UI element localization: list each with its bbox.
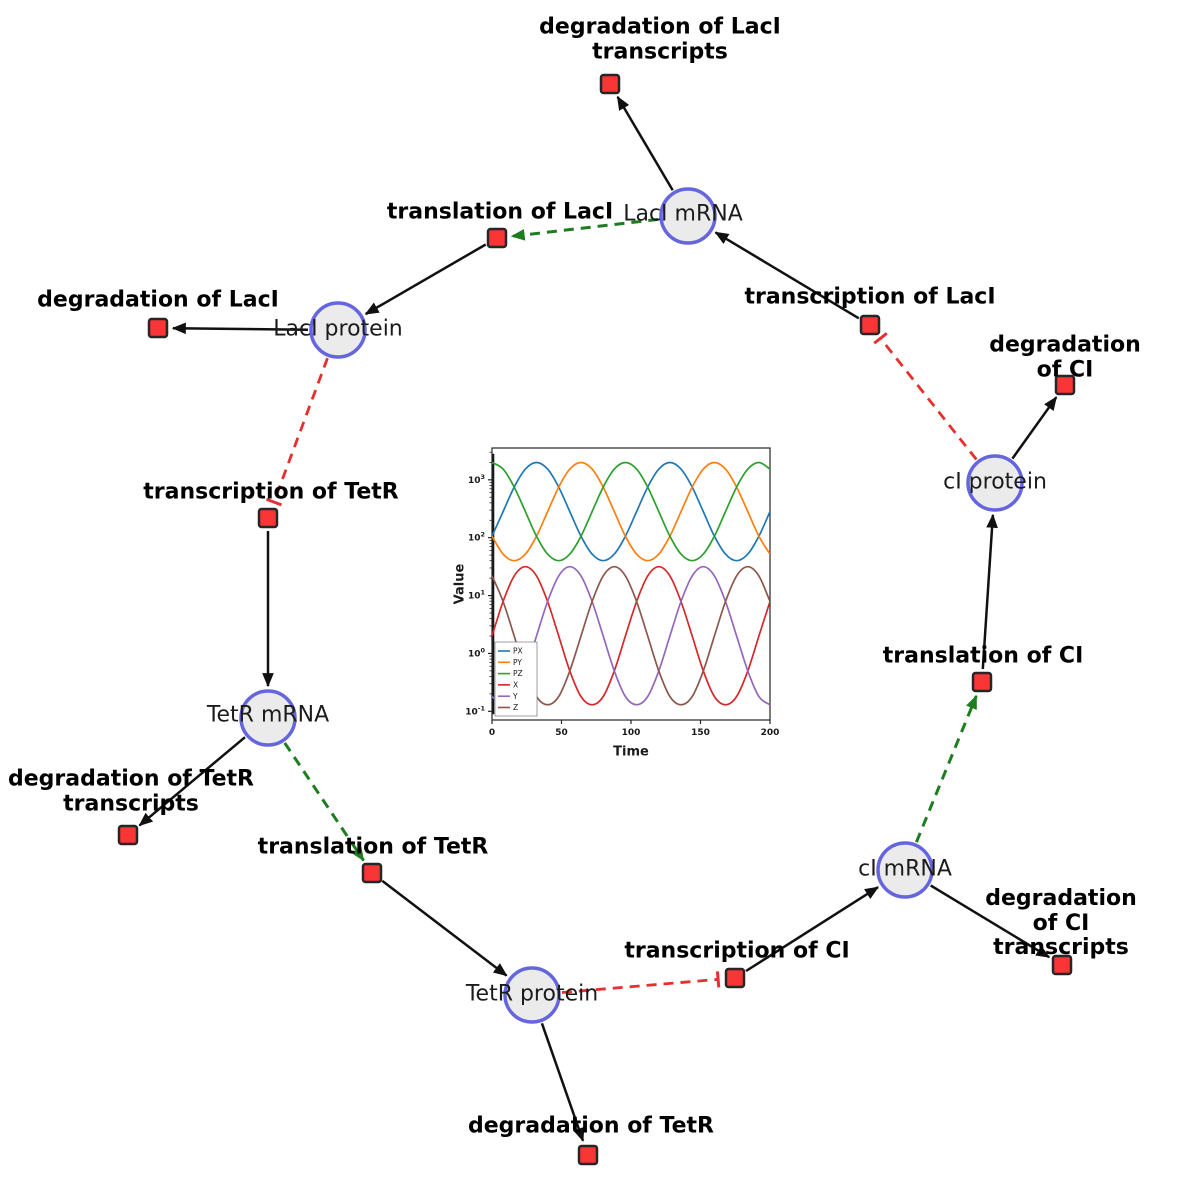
series-Z bbox=[492, 565, 770, 706]
x-axis-label: Time bbox=[613, 744, 649, 760]
timeseries-chart: 10-1 100 101 102 103 0 50 100 150 200 PX PY PZ XYZ bbox=[465, 447, 780, 738]
y-tick-label: 103 bbox=[468, 473, 485, 486]
legend bbox=[494, 641, 538, 717]
reaction-node-deg-ci-transcripts[interactable] bbox=[1051, 954, 1073, 976]
x-tick-label: 50 bbox=[555, 728, 568, 738]
reaction-node-transcription-tetr[interactable] bbox=[257, 507, 279, 529]
reaction-node-deg-tetr-transcripts[interactable] bbox=[117, 824, 139, 846]
x-tick-label: 100 bbox=[622, 728, 641, 738]
edge-translation-ci--ci-protein bbox=[981, 513, 998, 670]
species-node-tetr-protein[interactable] bbox=[503, 966, 561, 1024]
legend-entry-Y: Y bbox=[512, 692, 518, 701]
reaction-node-deg-laci[interactable] bbox=[147, 317, 169, 339]
reaction-node-deg-ci[interactable] bbox=[1054, 374, 1076, 396]
y-tick-label: 102 bbox=[468, 531, 485, 544]
edge-translation-laci--laci-protein bbox=[364, 243, 487, 316]
species-node-tetr-mrna[interactable] bbox=[239, 689, 297, 747]
edge-tetr-mrna--translation-tetr bbox=[283, 742, 365, 862]
y-tick-label: 10-1 bbox=[465, 704, 485, 717]
edge-tetr-mrna--deg-tetr-transcripts bbox=[138, 736, 246, 827]
edge-ci-mrna--deg-ci-transcripts bbox=[930, 884, 1051, 959]
legend-entry-PX: PX bbox=[513, 647, 523, 656]
edge-laci-protein--deg-laci bbox=[171, 322, 309, 335]
nodes-layer bbox=[117, 73, 1076, 1166]
series-X bbox=[492, 565, 770, 706]
legend-entry-X: X bbox=[513, 681, 518, 690]
reaction-node-transcription-ci[interactable] bbox=[724, 967, 746, 989]
series-PY bbox=[492, 461, 770, 562]
reaction-node-transcription-laci[interactable] bbox=[859, 314, 881, 336]
series-PZ bbox=[492, 461, 770, 562]
reaction-node-translation-ci[interactable] bbox=[971, 671, 993, 693]
x-tick-label: 150 bbox=[691, 728, 710, 738]
species-node-ci-mrna[interactable] bbox=[876, 841, 934, 899]
species-node-laci-protein[interactable] bbox=[309, 301, 367, 359]
edge-translation-tetr--tetr-protein bbox=[381, 879, 508, 977]
edge-tetr-protein--deg-tetr bbox=[540, 1022, 585, 1142]
edge-laci-protein--transcription-tetr bbox=[265, 357, 329, 507]
x-tick-label: 200 bbox=[761, 728, 780, 738]
edge-ci-protein--deg-ci bbox=[1011, 396, 1058, 460]
edge-ci-mrna--translation-ci bbox=[915, 694, 978, 843]
legend-entry-Z: Z bbox=[513, 703, 518, 712]
edge-transcription-laci--laci-mrna bbox=[714, 231, 860, 320]
series-PX bbox=[492, 461, 770, 562]
edge-transcription-ci--ci-mrna bbox=[745, 886, 879, 973]
y-tick-label: 101 bbox=[468, 589, 486, 602]
y-tick-label: 100 bbox=[468, 646, 486, 659]
species-node-ci-protein[interactable] bbox=[966, 454, 1024, 512]
legend-entry-PY: PY bbox=[513, 658, 522, 667]
reaction-node-deg-tetr[interactable] bbox=[577, 1144, 599, 1166]
reaction-node-translation-tetr[interactable] bbox=[361, 862, 383, 884]
edges-layer bbox=[138, 95, 1058, 1142]
reaction-node-deg-laci-transcripts[interactable] bbox=[599, 73, 621, 95]
edge-ci-protein--transcription-laci bbox=[873, 332, 978, 461]
y-axis-label: Value bbox=[452, 563, 468, 605]
x-tick-label: 0 bbox=[489, 728, 495, 738]
reaction-node-translation-laci[interactable] bbox=[486, 227, 508, 249]
edge-laci-mrna--translation-laci bbox=[510, 217, 659, 241]
species-node-laci-mrna[interactable] bbox=[659, 187, 717, 245]
series-Y bbox=[492, 565, 770, 706]
edge-laci-mrna--deg-laci-transcripts bbox=[616, 95, 674, 191]
edge-tetr-protein--transcription-ci bbox=[561, 971, 721, 994]
legend-entry-PZ: PZ bbox=[513, 669, 523, 678]
